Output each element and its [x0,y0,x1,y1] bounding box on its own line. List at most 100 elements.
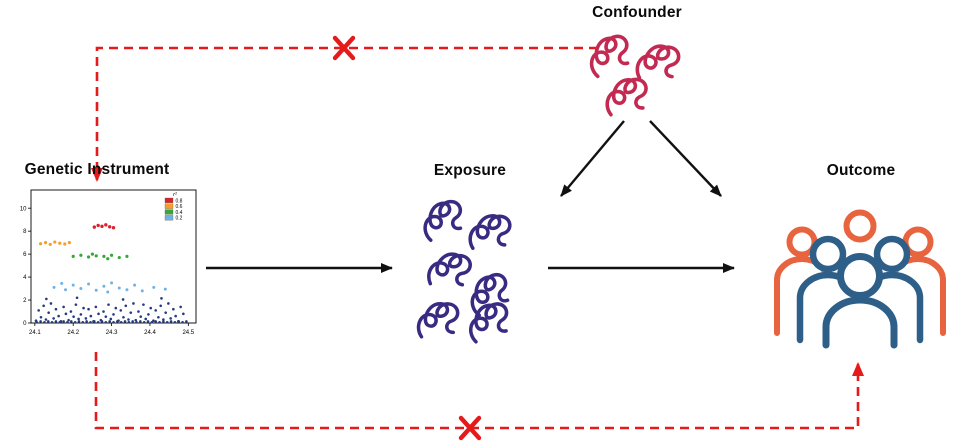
y-tick-label: 8 [23,229,27,235]
scatter-point [38,242,43,246]
blocked-cross-icon [332,35,356,61]
scatter-point [167,302,170,305]
scatter-point [89,314,93,318]
legend-title: r² [173,192,177,198]
scatter-point [135,321,138,324]
x-tick-label: 24.4 [144,330,156,336]
x-tick-label: 24.3 [106,330,118,336]
y-tick-label: 4 [23,275,27,281]
scatter-point [127,321,131,324]
scatter-point [58,241,62,245]
scatter-point [160,297,163,300]
scatter-point [97,312,100,316]
scatter-point [139,315,143,318]
scatter-point [62,305,65,309]
scatter-point [107,225,112,229]
tangled-scribble-icon [586,33,633,79]
genetic-instrument-label: Genetic Instrument [24,161,170,178]
scatter-point [158,321,161,324]
scatter-point [63,242,67,246]
scatter-point [87,282,91,286]
scatter-point [110,281,114,285]
scatter-point [140,289,144,293]
scatter-point [85,320,88,323]
scatter-point [77,320,81,323]
scatter-point [35,321,39,324]
scatter-point [165,321,169,324]
scatter-point [182,312,185,316]
scatter-point [109,253,114,257]
scatter-point [162,318,165,321]
y-tick-label: 6 [23,252,27,258]
scatter-point [46,320,50,323]
scatter-point [86,255,91,259]
scatter-point [108,320,111,323]
blocked-path-confounder-to-instrument [91,46,598,182]
y-tick-label: 2 [23,298,27,304]
scatter-point [154,309,158,312]
scatter-point [48,242,52,246]
scatter-point [123,320,127,323]
legend-label: 0.2 [176,216,183,222]
scatter-point [66,321,69,324]
scatter-point [79,253,83,257]
scatter-point [79,287,83,291]
person-mid-right-head [873,235,911,273]
scatter-point [117,255,121,260]
scatter-point [106,290,110,294]
legend-chip [164,209,174,215]
scatter-point [39,320,42,323]
confounder-label: Confounder [592,4,682,21]
scatter-point [67,318,70,322]
outcome-label: Outcome [826,162,896,179]
person-back-center-head [843,209,877,243]
scatter-point [58,321,62,324]
scatter-point [163,287,167,291]
scatter-point [50,321,54,324]
people-group-icon [774,209,946,349]
scatter-point [90,252,94,256]
scatter-point [94,254,98,258]
scatter-point [154,320,158,323]
scatter-point [69,310,73,313]
scatter-point [102,254,106,259]
scatter-point [96,321,100,324]
scatter-point [74,303,78,306]
scatter-point [134,318,138,322]
scatter-point [102,310,105,313]
scatter-point [39,315,43,319]
scatter-point [45,297,48,301]
scatter-point [116,320,119,323]
scatter-point [133,283,137,287]
scatter-point [73,321,77,324]
scatter-point [82,306,85,310]
x-tick-label: 24.5 [182,330,194,336]
scatter-point [71,254,75,259]
scatter-point [93,320,96,323]
confounder-icon-group [586,33,683,119]
scatter-point [52,317,55,320]
scatter-point [162,320,165,323]
scatter-point [43,321,46,324]
scatter-point [179,305,182,309]
tangled-scribble-icon [420,198,465,243]
scatter-point [42,304,45,308]
scatter-point [79,313,83,316]
scatter-point [132,302,135,305]
scatter-point [172,307,175,311]
scatter-point [127,318,130,321]
scatter-point [92,225,97,229]
legend-label: 0.8 [176,198,183,204]
scatter-point [121,298,125,301]
scatter-point [60,281,64,285]
scatter-point [77,317,80,321]
tangled-scribble-icon [466,209,513,256]
scatter-point [117,286,121,290]
legend-chip [164,197,174,203]
scatter-point [69,320,73,323]
scatter-point [125,254,129,259]
scatter-point [54,320,58,323]
scatter-point [131,320,134,323]
